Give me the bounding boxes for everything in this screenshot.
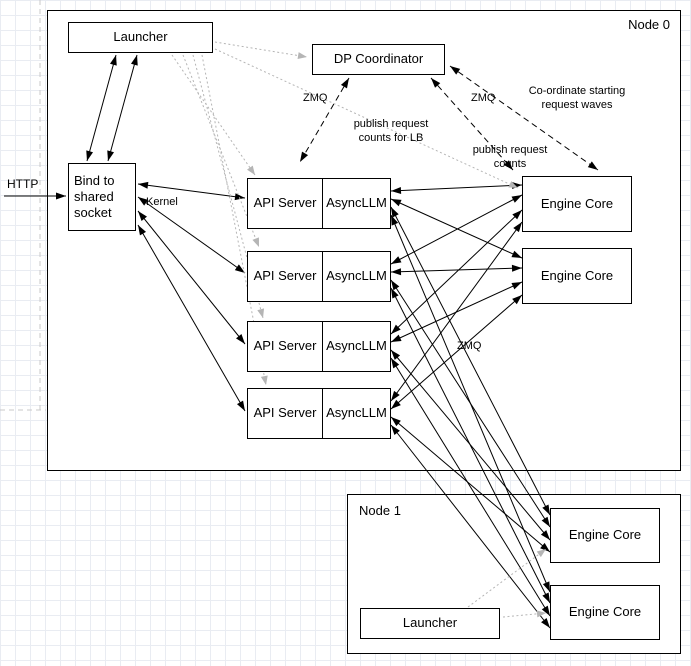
- node0-label: Node 0: [628, 17, 670, 32]
- zmq-label-crossbar: ZMQ: [457, 340, 482, 352]
- api-server-3-label: API Server: [253, 338, 317, 354]
- asyncllm-3-label: AsyncLLM: [326, 338, 387, 354]
- engine-core-node0-2-label: Engine Core: [540, 267, 614, 283]
- kernel-label: Kernel: [146, 196, 178, 208]
- launcher-node1-label: Launcher: [402, 615, 458, 631]
- api-server-1[interactable]: API Server: [247, 178, 323, 229]
- dp-coordinator-label: DP Coordinator: [333, 51, 424, 67]
- http-label: HTTP: [7, 177, 39, 191]
- engine-core-node1-1[interactable]: Engine Core: [550, 508, 660, 563]
- engine-core-node0-2[interactable]: Engine Core: [522, 248, 632, 304]
- launcher-node1[interactable]: Launcher: [360, 608, 500, 639]
- asyncllm-2-label: AsyncLLM: [326, 268, 387, 284]
- page-guide-lines: [0, 0, 46, 411]
- api-server-3[interactable]: API Server: [247, 321, 323, 372]
- asyncllm-1-label: AsyncLLM: [326, 195, 387, 211]
- zmq-label-right: ZMQ: [471, 92, 496, 104]
- asyncllm-3[interactable]: AsyncLLM: [322, 321, 391, 372]
- api-server-2[interactable]: API Server: [247, 251, 323, 302]
- launcher-node0[interactable]: Launcher: [68, 22, 213, 53]
- engine-core-node0-1-label: Engine Core: [540, 195, 614, 211]
- api-server-4[interactable]: API Server: [247, 388, 323, 439]
- api-server-1-label: API Server: [253, 195, 317, 211]
- publish-request-counts-label: publish request counts: [472, 144, 548, 170]
- engine-core-node1-2-label: Engine Core: [568, 604, 642, 620]
- engine-core-node0-1[interactable]: Engine Core: [522, 176, 632, 232]
- coordinate-request-waves-label: Co-ordinate starting request waves: [528, 85, 626, 111]
- bind-shared-socket[interactable]: Bind to shared socket: [68, 163, 136, 231]
- dp-coordinator[interactable]: DP Coordinator: [312, 44, 445, 75]
- publish-request-counts-lb-label: publish request counts for LB: [353, 118, 429, 144]
- asyncllm-4[interactable]: AsyncLLM: [322, 388, 391, 439]
- bind-shared-socket-label: Bind to shared socket: [74, 172, 115, 221]
- asyncllm-4-label: AsyncLLM: [326, 405, 387, 421]
- engine-core-node1-1-label: Engine Core: [568, 527, 642, 543]
- api-server-2-label: API Server: [253, 268, 317, 284]
- node1-label: Node 1: [359, 503, 401, 518]
- api-server-4-label: API Server: [253, 405, 317, 421]
- launcher-node0-label: Launcher: [113, 29, 168, 45]
- engine-core-node1-2[interactable]: Engine Core: [550, 585, 660, 640]
- asyncllm-1[interactable]: AsyncLLM: [322, 178, 391, 229]
- zmq-label-left: ZMQ: [303, 92, 328, 104]
- asyncllm-2[interactable]: AsyncLLM: [322, 251, 391, 302]
